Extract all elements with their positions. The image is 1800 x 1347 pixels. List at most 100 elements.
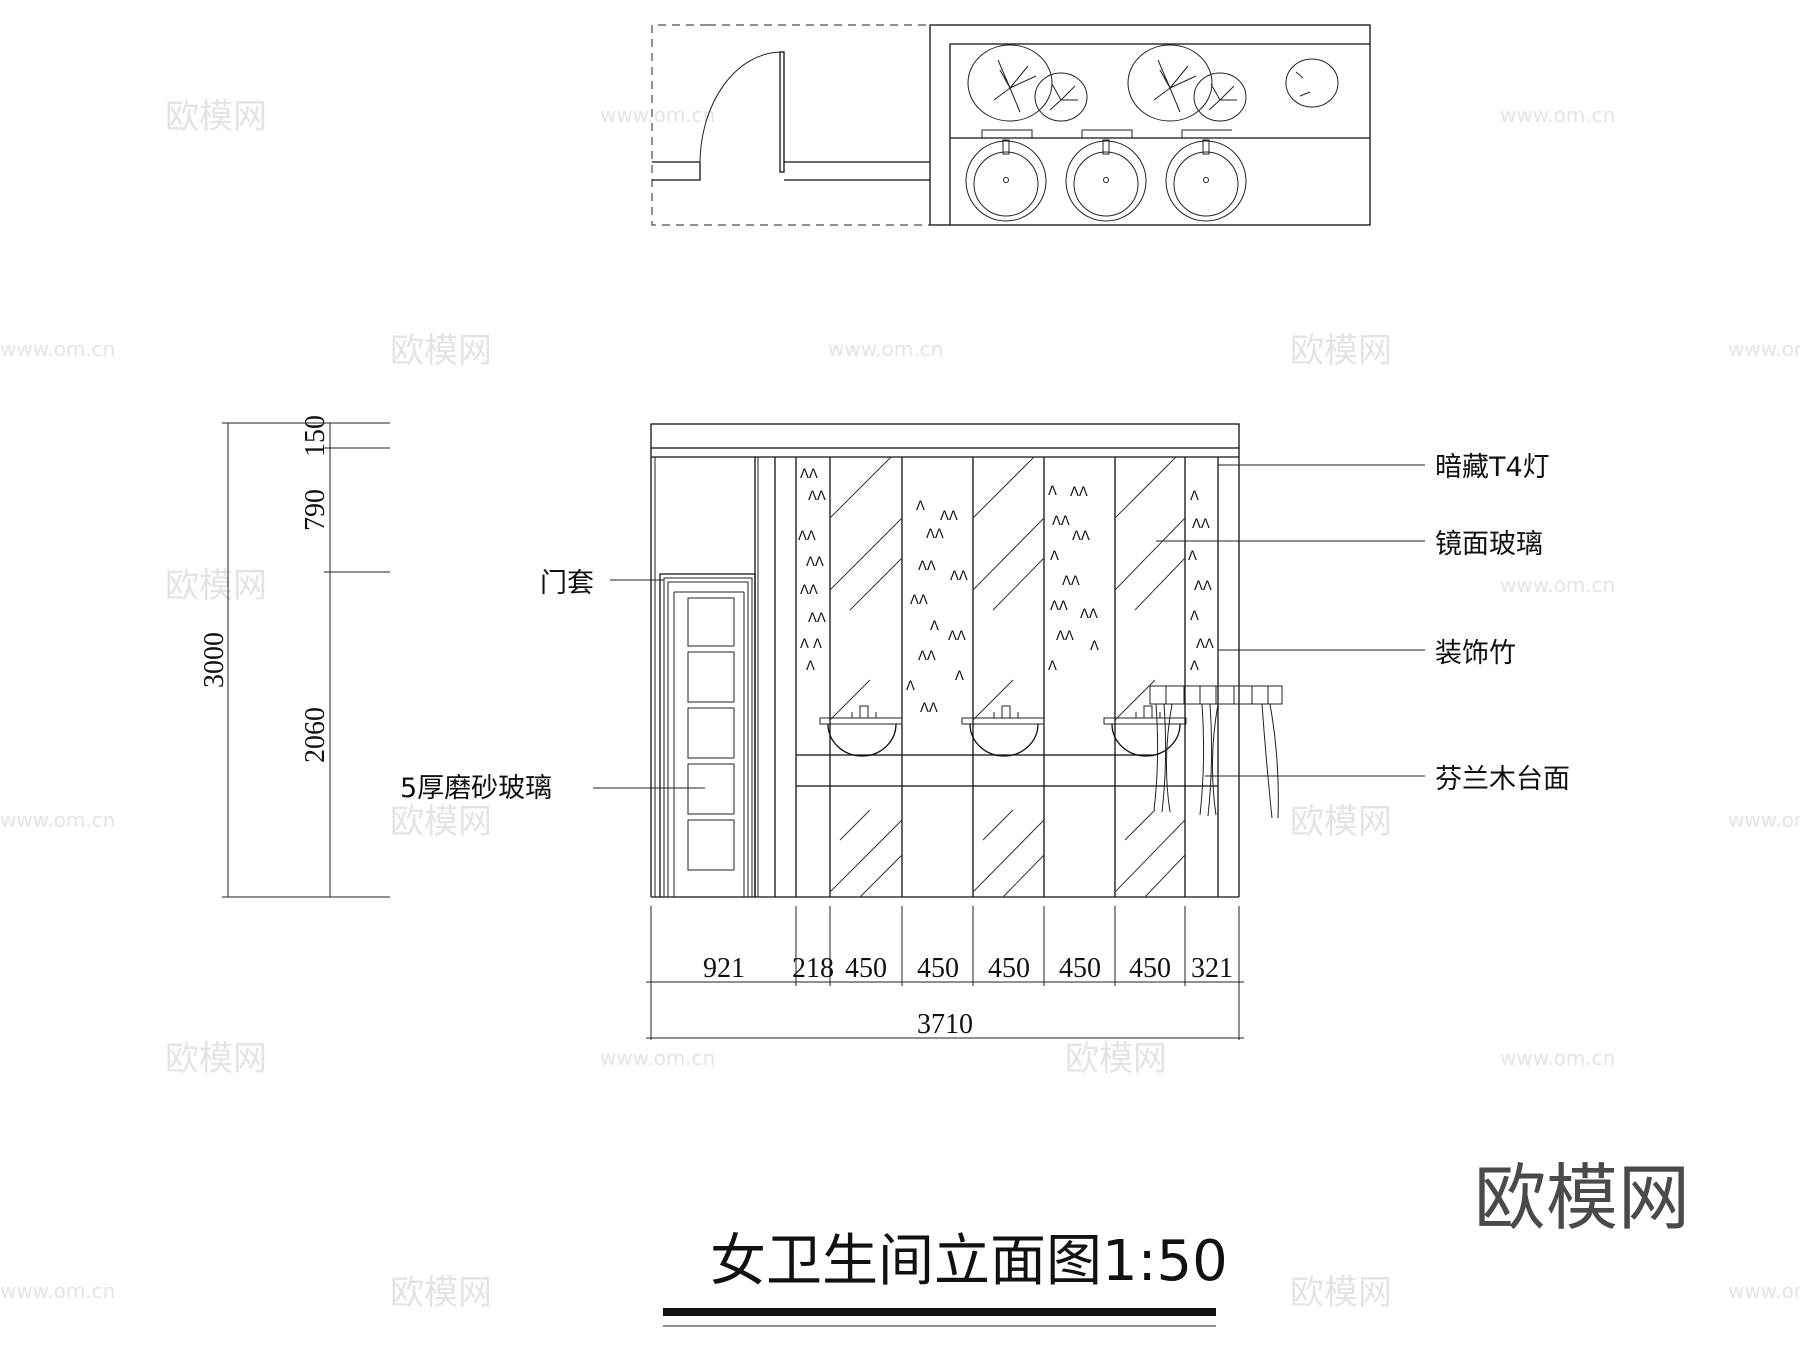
svg-text:ᐱ: ᐱ — [930, 619, 939, 634]
horizontal-dimensions: 921 218 450 450 450 450 450 321 3710 — [646, 906, 1244, 1040]
dim-321: 321 — [1191, 953, 1233, 984]
watermark-url: www.om.cn — [828, 337, 943, 361]
svg-text:ᐱ: ᐱ — [906, 679, 915, 694]
dim-upper-height: 790 — [300, 489, 331, 531]
plan-plant-round — [1285, 58, 1339, 108]
dim-450-3: 450 — [988, 953, 1030, 984]
svg-text:ᐱ: ᐱ — [1190, 659, 1199, 674]
svg-text:ᐱᐱ: ᐱᐱ — [1056, 629, 1074, 644]
svg-text:ᐱ: ᐱ — [1048, 659, 1057, 674]
watermark-url: www.om.cn — [1500, 103, 1615, 127]
svg-text:ᐱᐱ: ᐱᐱ — [1196, 637, 1214, 652]
watermark-layer: 欧模网 www.om.cn www.om.cn www.om.cn 欧模网 ww… — [0, 97, 1800, 1313]
svg-text:ᐱᐱ: ᐱᐱ — [808, 611, 826, 626]
right-callouts: 暗藏T4灯 镜面玻璃 装饰竹 芬兰木台面 — [1156, 452, 1570, 795]
callout-decorative-bamboo: 装饰竹 — [1435, 638, 1516, 669]
mirror-hatching — [829, 456, 1186, 898]
plan-door-swing-arc — [699, 51, 781, 163]
svg-text:ᐱ: ᐱ — [1050, 549, 1059, 564]
svg-text:ᐱ: ᐱ — [1190, 489, 1199, 504]
svg-text:ᐱ: ᐱ — [806, 659, 815, 674]
dim-921: 921 — [703, 953, 745, 984]
plan-dashed-boundary — [651, 24, 930, 226]
dim-door-height: 2060 — [300, 707, 331, 763]
watermark-url: www.om.cn — [1500, 1046, 1615, 1070]
svg-text:ᐱ: ᐱ — [1188, 549, 1197, 564]
callout-finnish-wood-counter: 芬兰木台面 — [1435, 764, 1570, 795]
svg-text:ᐱᐱ: ᐱᐱ — [806, 555, 824, 570]
plan-plant-large-1 — [967, 44, 1053, 122]
svg-text:ᐱ: ᐱ — [955, 669, 964, 684]
svg-text:ᐱᐱ: ᐱᐱ — [910, 593, 928, 608]
dim-total-height: 3000 — [199, 632, 230, 688]
dim-450-4: 450 — [1059, 953, 1101, 984]
ceiling-band — [650, 423, 1240, 449]
callout-mirror-glass: 镜面玻璃 — [1435, 529, 1543, 560]
plan-vanity-room — [929, 24, 1371, 226]
svg-text:ᐱᐱ: ᐱᐱ — [940, 509, 958, 524]
watermark-logo: 欧模网 — [390, 331, 492, 371]
left-callouts: 门套 5厚磨砂玻璃 — [400, 568, 705, 804]
watermark-url: www.om.cn — [0, 337, 115, 361]
svg-text:ᐱᐱ: ᐱᐱ — [1052, 514, 1070, 529]
watermark-logo: 欧模网 — [165, 1039, 267, 1079]
basin-elevation-3 — [1103, 705, 1187, 757]
svg-text:ᐱᐱ: ᐱᐱ — [920, 701, 938, 716]
brand-watermark-logo: 欧模网 — [1474, 1156, 1690, 1240]
svg-text:ᐱᐱ: ᐱᐱ — [1192, 517, 1210, 532]
vertical-dimensions: 3000 150 790 2060 — [199, 415, 390, 898]
watermark-logo: 欧模网 — [1290, 331, 1392, 371]
watermark-url: www.om.cn — [1728, 1279, 1800, 1303]
dim-ceiling-height: 150 — [300, 415, 331, 457]
watermark-url: www.om.cn — [1728, 808, 1800, 832]
svg-text:ᐱ: ᐱ — [1090, 639, 1099, 654]
svg-text:ᐱ ᐱ: ᐱ ᐱ — [800, 637, 822, 652]
svg-text:ᐱᐱ: ᐱᐱ — [1194, 579, 1212, 594]
drawing-title: 女卫生间立面图1:50 — [710, 1229, 1228, 1294]
watermark-url: www.om.cn — [600, 1046, 715, 1070]
svg-text:ᐱᐱ: ᐱᐱ — [948, 629, 966, 644]
svg-text:ᐱᐱ: ᐱᐱ — [1070, 485, 1088, 500]
door — [659, 573, 756, 897]
callout-frosted-glass: 5厚磨砂玻璃 — [400, 773, 552, 804]
dim-218: 218 — [792, 953, 834, 984]
svg-text:ᐱᐱ: ᐱᐱ — [1050, 599, 1068, 614]
dim-450-1: 450 — [845, 953, 887, 984]
watermark-logo: 欧模网 — [390, 802, 492, 842]
svg-text:ᐱᐱ: ᐱᐱ — [808, 489, 826, 504]
svg-text:ᐱᐱ: ᐱᐱ — [1072, 529, 1090, 544]
svg-text:ᐱ: ᐱ — [1190, 609, 1199, 624]
plan-vanity-inner — [949, 43, 1370, 225]
svg-text:ᐱᐱ: ᐱᐱ — [918, 559, 936, 574]
frosted-glass-panels — [687, 597, 735, 871]
svg-text:ᐱᐱ: ᐱᐱ — [918, 649, 936, 664]
door-casing — [659, 573, 756, 897]
svg-text:ᐱᐱ: ᐱᐱ — [950, 569, 968, 584]
svg-text:ᐱᐱ: ᐱᐱ — [926, 527, 944, 542]
svg-text:ᐱ: ᐱ — [1048, 484, 1057, 499]
plan-plant-large-2 — [1127, 44, 1213, 122]
svg-text:ᐱᐱ: ᐱᐱ — [800, 467, 818, 482]
plan-wall-right — [784, 161, 930, 181]
drawing-title-block: 女卫生间立面图1:50 — [663, 1229, 1228, 1327]
dim-450-2: 450 — [917, 953, 959, 984]
curtain-valance — [1149, 685, 1283, 819]
basin-elevation-2 — [961, 705, 1045, 757]
watermark-logo: 欧模网 — [165, 97, 267, 137]
watermark-logo: 欧模网 — [1065, 1039, 1167, 1079]
plan-door-leaf — [779, 51, 785, 173]
svg-text:ᐱᐱ: ᐱᐱ — [800, 583, 818, 598]
dim-450-5: 450 — [1129, 953, 1171, 984]
watermark-url: www.om.cn — [0, 1279, 115, 1303]
svg-text:ᐱ: ᐱ — [916, 499, 925, 514]
watermark-url: www.om.cn — [1728, 337, 1800, 361]
svg-text:ᐱᐱ: ᐱᐱ — [1080, 607, 1098, 622]
plan-backsplash — [981, 129, 1232, 138]
title-underline-thick — [663, 1308, 1216, 1316]
finnish-wood-countertop — [796, 754, 1218, 787]
svg-text:ᐱᐱ: ᐱᐱ — [798, 529, 816, 544]
watermark-url: www.om.cn — [0, 808, 115, 832]
watermark-logo: 欧模网 — [165, 566, 267, 606]
